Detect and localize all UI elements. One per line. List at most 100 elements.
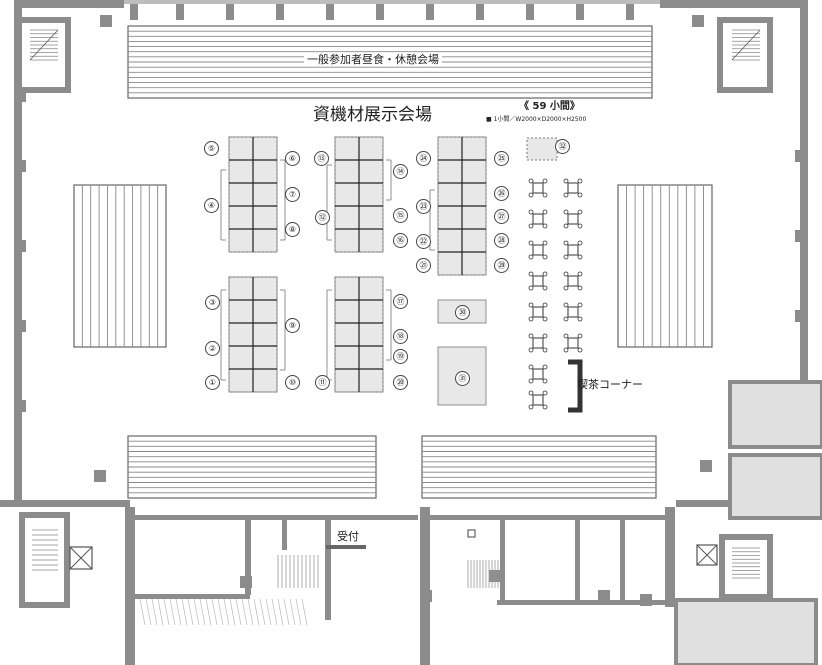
wall-pier xyxy=(276,4,284,20)
wall-pier xyxy=(176,4,184,20)
cafe-chair xyxy=(577,254,583,260)
cafe-table xyxy=(532,244,544,256)
column xyxy=(700,460,712,472)
wall-segment xyxy=(800,0,808,380)
lunch-area-label: 一般参加者昼食・休憩会場 xyxy=(304,53,442,66)
ramp-tread xyxy=(259,598,266,626)
wall-pier xyxy=(426,4,434,20)
elevator-cross xyxy=(69,546,93,570)
column xyxy=(14,320,26,332)
booth-count: 《 59 小間》 xyxy=(519,101,580,112)
reception-label: 受付 xyxy=(337,530,359,543)
stair-arrow xyxy=(29,29,59,61)
wall-segment xyxy=(620,520,625,600)
column xyxy=(14,240,26,252)
booth-number: ② xyxy=(205,341,220,356)
column xyxy=(640,594,652,606)
wall-segment xyxy=(420,507,430,665)
wall-segment xyxy=(124,0,660,4)
ramp-tread xyxy=(151,598,158,626)
wall-segment xyxy=(430,515,665,520)
wall-pier xyxy=(376,4,384,20)
elevator-box xyxy=(696,544,718,566)
cafe-chair xyxy=(577,223,583,229)
ramp-tread xyxy=(181,598,188,626)
column xyxy=(795,230,807,242)
booth-number: ㉚ xyxy=(455,305,470,320)
wall-segment xyxy=(125,507,135,665)
booth-number: ㉘ xyxy=(494,233,509,248)
booth-number: ⑨ xyxy=(285,318,300,333)
booth-number: ⑧ xyxy=(285,222,300,237)
stair-arrow xyxy=(731,29,761,61)
cafe-table xyxy=(567,306,579,318)
booth-number: ⑤ xyxy=(204,141,219,156)
ramp-tread xyxy=(301,598,308,626)
cafe-chair xyxy=(563,333,569,339)
wall-pier xyxy=(626,4,634,20)
cafe-chair xyxy=(528,347,534,353)
cafe-table xyxy=(532,394,544,406)
stair-shaft xyxy=(717,17,773,93)
ramp-tread xyxy=(157,598,164,626)
ramp-tread xyxy=(241,598,248,626)
wall-pier xyxy=(130,4,138,20)
stair-shaft xyxy=(15,17,71,93)
cafe-chair xyxy=(542,254,548,260)
booth-number: ⑳ xyxy=(393,375,408,390)
cafe-chair xyxy=(528,364,534,370)
booth-number: ㉓ xyxy=(416,199,431,214)
wall-segment xyxy=(135,594,250,599)
cafe-chair xyxy=(577,316,583,322)
ramp-tread xyxy=(265,598,272,626)
cafe-table xyxy=(532,306,544,318)
column xyxy=(14,160,26,172)
ramp-tread xyxy=(217,598,224,626)
ramp-tread xyxy=(193,598,200,626)
booth-number: ㉔ xyxy=(416,151,431,166)
booth-number: ⑪ xyxy=(315,375,330,390)
booth-number: ㉖ xyxy=(494,186,509,201)
cafe-chair xyxy=(542,302,548,308)
cafe-chair xyxy=(542,178,548,184)
ramp-tread xyxy=(235,598,242,626)
cafe-chair xyxy=(563,192,569,198)
cafe-chair xyxy=(577,271,583,277)
wall-pier xyxy=(476,4,484,20)
booth-number: ⑲ xyxy=(393,349,408,364)
elevator-cross xyxy=(696,544,718,566)
cafe-chair xyxy=(542,223,548,229)
cafe-chair xyxy=(577,285,583,291)
cafe-table xyxy=(532,275,544,287)
elevator-box xyxy=(69,546,93,570)
ramp-tread xyxy=(169,598,176,626)
annex-room xyxy=(728,380,822,449)
cafe-chair xyxy=(528,390,534,396)
booth-number: ㉑ xyxy=(416,258,431,273)
ramp-tread xyxy=(295,598,302,626)
booth-blocks xyxy=(228,136,558,406)
booth-number: ⑯ xyxy=(393,233,408,248)
cafe-chair xyxy=(528,178,534,184)
cafe-tables xyxy=(528,178,583,410)
column xyxy=(94,470,106,482)
cafe-chair xyxy=(542,209,548,215)
cafe-table xyxy=(567,244,579,256)
seating-block-right xyxy=(617,184,713,348)
booth-number: ⑱ xyxy=(393,329,408,344)
booth-number: ⑮ xyxy=(393,208,408,223)
cafe-chair xyxy=(577,192,583,198)
cafe-chair xyxy=(542,240,548,246)
cafe-chair xyxy=(563,271,569,277)
cafe-chair xyxy=(528,223,534,229)
wall-segment xyxy=(500,520,505,605)
cafe-table xyxy=(532,213,544,225)
column xyxy=(420,590,432,602)
ramp-tread xyxy=(205,598,212,626)
cafe-chair xyxy=(542,347,548,353)
cafe-chair xyxy=(577,333,583,339)
booth-number: ⑰ xyxy=(393,294,408,309)
cafe-chair xyxy=(563,254,569,260)
booth-number: ⑬ xyxy=(314,151,329,166)
cafe-chair xyxy=(542,271,548,277)
